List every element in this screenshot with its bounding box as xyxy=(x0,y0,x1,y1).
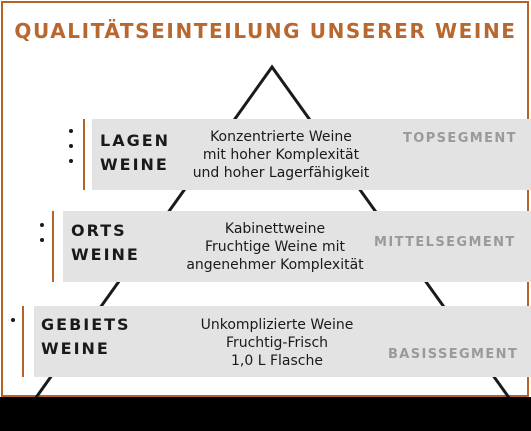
tier-base-box xyxy=(34,306,531,377)
tier-middle-name: ORTS WEINE xyxy=(71,219,140,267)
bullet-dot xyxy=(69,159,73,163)
description-line: Kabinettweine xyxy=(224,221,326,237)
frame-border xyxy=(1,1,529,397)
bottom-band xyxy=(0,397,531,431)
tier-middle-segment: MITTELSEGMENT xyxy=(374,235,516,250)
tier-top-segment: TOPSEGMENT xyxy=(403,131,517,146)
tier-name-line: WEINE xyxy=(41,339,110,358)
tier-top-description: Konzentrierte Weine mit hoher Komplexitä… xyxy=(176,128,386,182)
tier-name-line: LAGEN xyxy=(100,131,171,150)
description-line: Unkomplizierte Weine xyxy=(200,317,354,333)
bullet-dot xyxy=(11,318,15,322)
tier-base-dots xyxy=(11,318,15,322)
description-line: und hoher Lagerfähigkeit xyxy=(192,165,370,181)
tier-name-line: ORTS xyxy=(71,221,127,240)
description-line: Konzentrierte Weine xyxy=(210,129,352,145)
tier-top-accent-line xyxy=(83,119,85,190)
tier-middle-dots xyxy=(40,223,44,242)
description-line: Fruchtige Weine mit xyxy=(204,239,346,255)
description-line: 1,0 L Flasche xyxy=(231,353,323,369)
tier-middle-accent-line xyxy=(52,211,54,282)
bullet-dot xyxy=(40,238,44,242)
tier-base-description: Unkomplizierte Weine Fruchtig-Frisch 1,0… xyxy=(172,316,382,370)
page-title: QUALITÄTSEINTEILUNG UNSERER WEINE xyxy=(14,19,517,43)
description-line: Fruchtig-Frisch xyxy=(225,335,329,351)
description-line: mit hoher Komplexität xyxy=(202,147,360,163)
tier-base-accent-line xyxy=(22,306,24,377)
bullet-dot xyxy=(69,144,73,148)
bullet-dot xyxy=(69,129,73,133)
tier-middle-box xyxy=(63,211,531,282)
tier-base-name: GEBIETS WEINE xyxy=(41,313,131,361)
bullet-dot xyxy=(40,223,44,227)
tier-base-segment: BASISSEGMENT xyxy=(388,347,519,362)
tier-name-line: WEINE xyxy=(100,155,169,174)
tier-name-line: WEINE xyxy=(71,245,140,264)
tier-top-dots xyxy=(69,129,73,163)
description-line: angenehmer Komplexität xyxy=(186,257,364,273)
tier-top-box xyxy=(92,119,531,190)
tier-top-name: LAGEN WEINE xyxy=(100,129,170,177)
tier-name-line: GEBIETS xyxy=(41,315,131,334)
tier-middle-description: Kabinettweine Fruchtige Weine mit angene… xyxy=(170,220,380,274)
